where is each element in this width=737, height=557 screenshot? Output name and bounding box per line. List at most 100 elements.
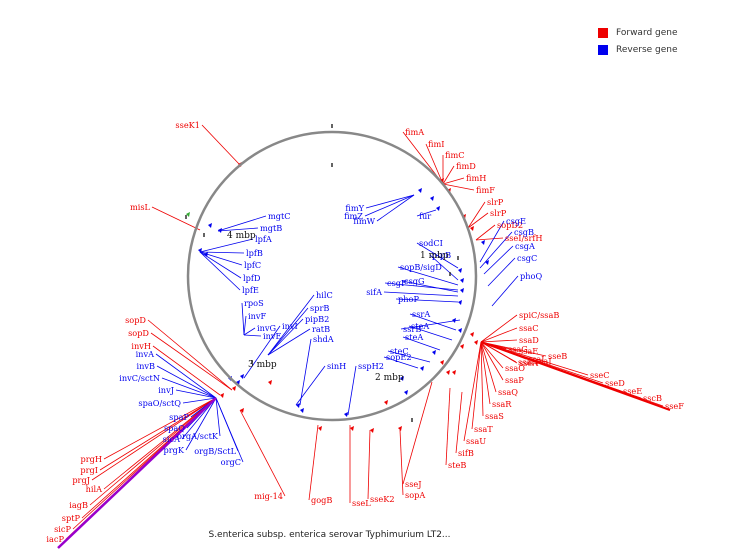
gene-label-rev-csgb-49: csgB [514,227,534,237]
leader-line-fwd-sopd2-8 [475,224,496,241]
gene-label-fwd-prgh-50: prgH [80,454,102,464]
gene-label-fwd-ssea-14: sseA [519,358,538,368]
leader-line-fwd-sifb-32 [455,391,463,454]
gene-mark-8 [460,288,464,293]
gene-label-rev-orgc-23: orgC [221,457,241,467]
leader-line-fwd-slrp-6 [467,201,486,229]
leader-line-rev-invj-15 [175,389,217,399]
gene-label-rev-csgg-40: csgG [404,276,425,286]
gene-label-rev-fur-34: fur [419,211,431,221]
gene-label-fwd-slrp-6: slrP [487,197,504,207]
leader-line-fwd-fimd-3 [442,165,455,185]
gene-label-fwd-ssad-12: ssaD [519,335,539,345]
leader-line-rev-spao-sctq-16 [182,397,217,404]
gene-label-rev-fimy-33: fimY [345,203,364,213]
leader-line-rev-invf-8 [243,315,247,336]
leader-line-rev-mgtb-1 [217,227,259,232]
leader-line-rev-sprb-25 [267,307,309,356]
gene-mark-17 [440,360,444,365]
leader-line-rev-phop-41 [395,298,459,303]
gene-label-fwd-steb-33: steB [448,460,466,470]
gene-mark-39 [218,228,222,233]
leader-line-fwd-sseb-16 [480,341,547,357]
gene-label-rev-spao-sctq-16: spaO/sctQ [138,398,181,408]
gene-label-fwd-ssel-37: sseL [352,498,371,508]
gene-label-rev-sifa-38: sifA [366,287,382,297]
leader-line-rev-phoq-52 [491,275,519,307]
gene-mark-19 [420,366,424,371]
leader-line-fwd-ssac-11 [480,327,518,343]
gene-label-rev-csge-48: csgE [506,216,526,226]
gene-label-rev-ssph2-30: sspH2 [358,361,384,371]
gene-label-fwd-sscb-20: sscB [643,393,662,403]
gene-label-fwd-ssee-19: sseE [623,386,642,396]
spi2-bundle-line [480,341,671,411]
leader-line-fwd-ssat-30 [471,341,482,430]
gene-label-fwd-ssae-13: ssaE [519,346,538,356]
gene-mark-20 [400,376,404,381]
gene-mark-43 [418,188,422,193]
leader-line-fwd-ssek1-43 [201,124,241,166]
leader-line-fwd-gogb-38 [308,424,319,501]
leader-lines [57,124,671,549]
gene-mark-4 [481,240,485,245]
gene-label-fwd-fimf-5: fimF [476,185,495,195]
gene-label-rev-spaq-18: spaQ [164,423,185,433]
gene-label-fwd-ssao-25: ssaO [505,363,525,373]
gene-label-fwd-ssah-24: ssaH [518,357,538,367]
gene-mark-24 [370,428,374,433]
gene-mark-28 [296,403,300,408]
gene-label-rev-pipb2-26: pipB2 [305,314,329,324]
forward-swatch-icon [598,27,608,38]
leader-line-rev-inva-11 [155,353,217,399]
gene-label-fwd-sopd-40: sopD [125,315,146,325]
leader-line-fwd-spic-ssab-10 [480,314,518,343]
gene-label-rev-fimw-32: fimW [353,216,375,226]
leader-line-rev-sinh-29 [295,365,326,406]
gene-label-fwd-sopd-41: sopD [128,328,149,338]
gene-mark-29 [344,412,348,417]
legend-item-forward: Forward gene [598,24,678,41]
gene-labels: fimAfimIfimCfimDfimHfimFslrPslrPsopD2sse… [46,120,684,544]
leader-line-rev-fur-34 [416,209,437,217]
leader-line-fwd-prgh-50 [103,397,217,460]
leader-line-rev-csgf-39 [384,282,459,291]
leader-line-rev-invg-9 [243,327,256,336]
gene-label-fwd-ssac-11: ssaC [519,323,539,333]
gene-label-fwd-fimc-2: fimC [445,150,465,160]
leader-line-rev-ssra-43 [409,313,457,331]
gene-mark-13 [474,340,478,345]
leader-line-rev-csgg-40 [401,280,459,293]
gene-label-fwd-ssaq-27: ssaQ [498,387,518,397]
gene-mark-16 [452,370,456,375]
gene-label-rev-csga-50: csgA [515,241,535,251]
gene-mark-31 [240,374,244,379]
leader-line-rev-shda-28 [299,338,312,406]
leader-line-fwd-ssaq-27 [480,341,497,393]
gene-label-fwd-misl-44: misL [130,202,151,212]
leader-line-fwd-hila-45 [103,397,217,490]
gene-label-fwd-ssef-21: sseF [665,401,684,411]
leader-line-rev-invc-sctn-13 [161,377,217,399]
leader-line-rev-orgc-23 [215,397,244,463]
gene-label-rev-lpfb-3: lpfB [246,248,263,258]
purple-diagonal-line [57,397,217,549]
gene-label-fwd-iagb-46: iagB [69,500,88,510]
gene-label-rev-csgf-39: csgF [387,278,407,288]
gene-mark-22 [384,400,388,405]
gene-mark-10 [452,318,456,323]
gene-label-rev-stea-44: steA [411,321,429,331]
gene-label-rev-lpfc-4: lpfC [244,260,261,270]
gene-label-fwd-ssag-15: ssaG [508,344,528,354]
gene-mark-15 [446,370,450,375]
leader-line-fwd-ssek2-36 [367,429,371,500]
gene-label-rev-invj-15: invJ [158,385,174,395]
gene-label-fwd-prgi-51: prgI [80,465,98,475]
leader-line-rev-ratb-27 [267,328,311,356]
gene-label-rev-mgtc-0: mgtC [268,211,291,221]
leader-line-rev-sopb-sigd-37 [397,266,459,286]
gene-label-rev-phop-41: phoP [398,294,419,304]
gene-label-fwd-mig-14-39: mig-14 [254,491,283,501]
gene-mark-6 [458,268,462,273]
